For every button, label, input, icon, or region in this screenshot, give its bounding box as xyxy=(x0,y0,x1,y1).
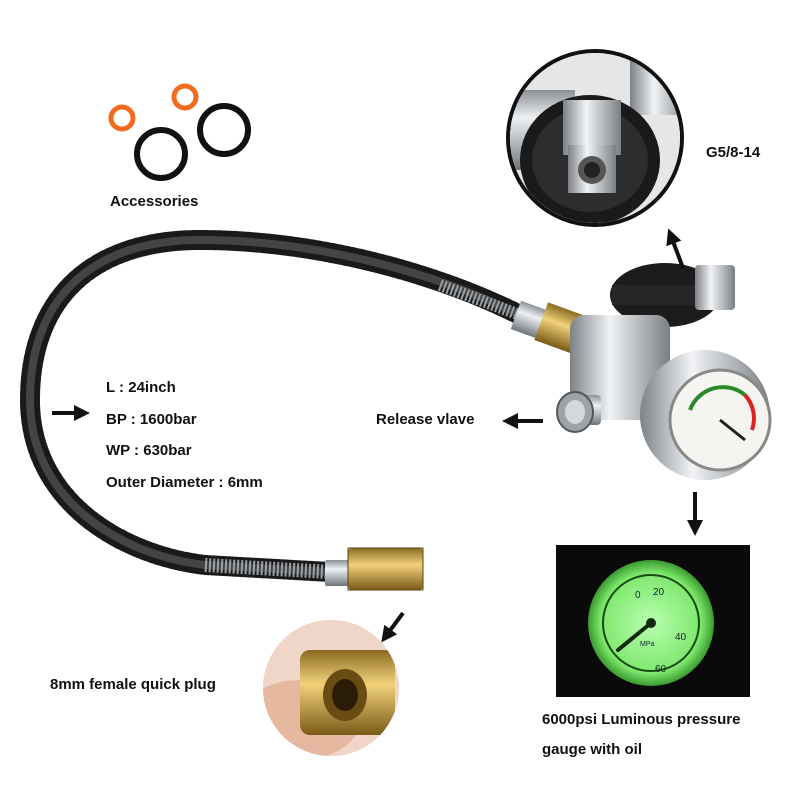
arrow-icon xyxy=(52,228,703,643)
spec-outer-diameter: Outer Diameter : 6mm xyxy=(106,473,263,491)
dial-60: 60 xyxy=(655,664,667,675)
orange-oring-icon xyxy=(108,104,136,132)
quick-plug-closeup xyxy=(263,620,399,756)
black-oring-icon xyxy=(134,127,188,181)
dial-unit: MPa xyxy=(640,641,655,648)
hose-specs: L : 24inch BP : 1600bar WP : 630bar Oute… xyxy=(106,372,263,498)
black-oring-icon xyxy=(197,103,251,157)
fill-valve xyxy=(556,263,772,480)
spec-working-pressure: WP : 630bar xyxy=(106,442,192,459)
arrow-icon xyxy=(381,611,405,643)
accessories-orings xyxy=(108,83,251,181)
luminous-gauge-photo: 0 20 40 60 MPa xyxy=(556,545,750,697)
orange-oring-icon xyxy=(171,83,199,111)
dial-40: 40 xyxy=(675,632,687,643)
accessories-label: Accessories xyxy=(110,193,199,210)
gauge-label-line2: gauge with oil xyxy=(542,741,642,758)
dial-0: 0 xyxy=(635,590,641,601)
arrow-icon xyxy=(666,228,685,269)
release-valve-label: Release vlave xyxy=(376,411,475,428)
bottom-coupler xyxy=(325,547,424,591)
thread-label: G5/8-14 xyxy=(706,144,761,161)
spec-length: L : 24inch xyxy=(106,379,176,396)
thread-closeup xyxy=(506,49,684,227)
gauge-label-line1: 6000psi Luminous pressure xyxy=(542,711,741,728)
quick-plug-label: 8mm female quick plug xyxy=(50,676,216,693)
spec-burst-pressure: BP : 1600bar xyxy=(106,410,197,428)
braided-hose xyxy=(19,229,530,582)
dial-20: 20 xyxy=(653,587,665,598)
